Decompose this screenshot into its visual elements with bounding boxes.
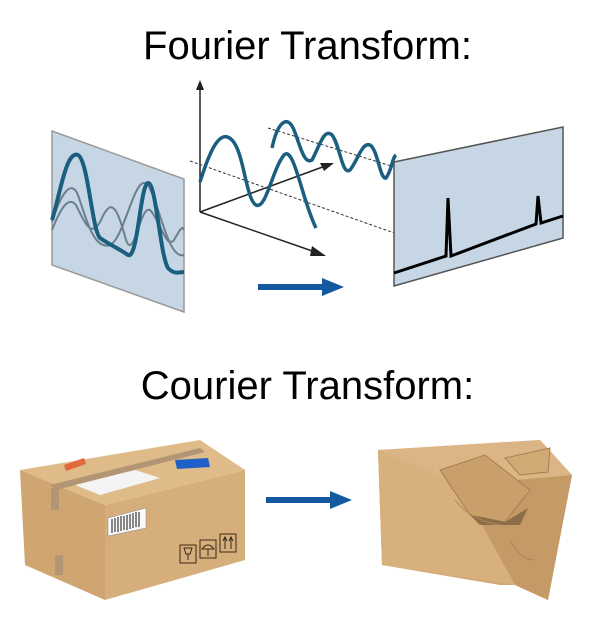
- axis-arrow-icon: [310, 246, 326, 256]
- courier-diagram: [20, 440, 572, 600]
- right-arrow-icon: [266, 491, 352, 509]
- crushed-flap: [504, 447, 551, 476]
- blue-sticker: [175, 458, 210, 469]
- shipping-label: [75, 470, 160, 495]
- sine-wave-low-freq: [198, 135, 318, 229]
- orange-sticker: [64, 458, 86, 471]
- barcode: [107, 507, 147, 537]
- keep-dry-icon: [199, 539, 217, 559]
- fragile-icon: [179, 544, 197, 564]
- crushed-flap: [439, 454, 531, 523]
- courier-title: Courier Transform:: [140, 364, 475, 408]
- component-wave-2: [51, 200, 185, 246]
- intact-box: [20, 440, 245, 600]
- spectrum-line: [393, 195, 564, 275]
- axis-arrow-icon: [196, 80, 204, 90]
- axis-arrow-icon: [320, 163, 334, 171]
- sine-wave-high-freq: [270, 119, 398, 180]
- damaged-box: [378, 440, 572, 600]
- component-wave-1: [51, 181, 185, 257]
- right-arrow-icon: [258, 278, 344, 296]
- frequency-domain-panel: [393, 126, 564, 287]
- composite-wave: [50, 152, 185, 275]
- fourier-diagram: [50, 80, 564, 314]
- time-domain-panel: [50, 129, 185, 314]
- fourier-title: Fourier Transform:: [143, 24, 472, 68]
- this-way-up-icon: [219, 533, 237, 553]
